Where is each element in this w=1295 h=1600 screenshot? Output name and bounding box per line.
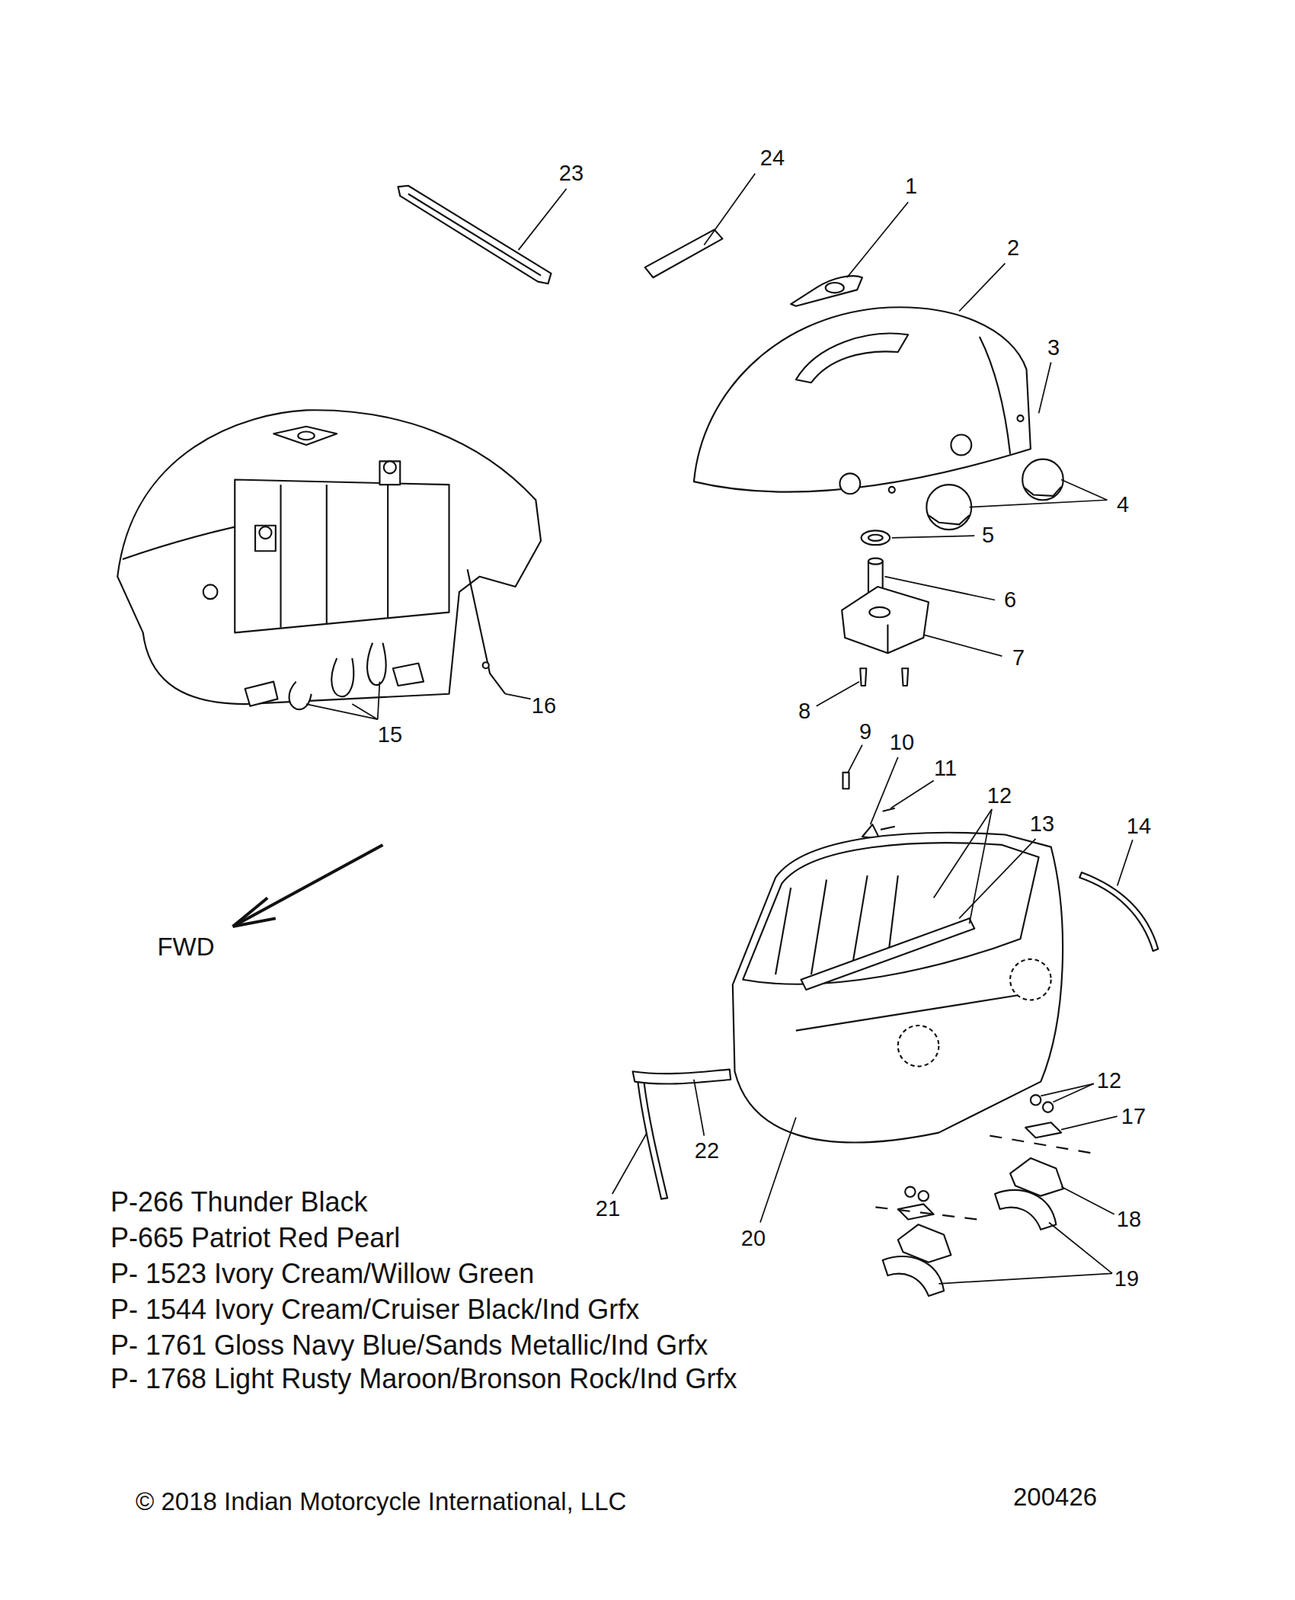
paint-code: P- 1523 Ivory Cream/Willow Green [110,1258,534,1289]
callout-number: 1 [904,174,918,199]
callout-number: 10 [889,730,915,755]
paint-code: P- 1768 Light Rusty Maroon/Bronson Rock/… [110,1363,737,1395]
callout-number: 15 [377,722,403,748]
callout-number: 24 [760,146,785,171]
callout-number: 11 [933,756,957,781]
callout-number: 22 [694,1138,720,1164]
callout-number: 20 [741,1226,766,1251]
callout-number: 8 [798,699,811,724]
callout-number: 23 [559,161,584,186]
callout-number: 2 [1007,236,1020,261]
callout-number: 17 [1121,1104,1146,1129]
paint-code: P-266 Thunder Black [110,1186,368,1218]
callout-number: 7 [1012,645,1025,671]
callout-number: 12 [987,783,1012,809]
paint-code: P- 1761 Gloss Navy Blue/Sands Metallic/I… [110,1330,708,1361]
direction-label: FWD [156,933,215,961]
callout-number: 3 [1047,335,1060,361]
callout-number: 14 [1126,814,1152,839]
copyright-note: © 2018 Indian Motorcycle International, … [135,1487,627,1516]
callout-number: 16 [531,693,557,719]
callout-number: 21 [595,1196,621,1222]
diagram-number: 200426 [1013,1483,1097,1511]
paint-code: P-665 Patriot Red Pearl [110,1222,400,1254]
callout-number: 18 [1116,1207,1142,1232]
callout-number: 13 [1029,812,1055,837]
callout-number: 12 [1096,1068,1122,1094]
callout-number: 6 [1004,588,1017,613]
paint-code: P- 1544 Ivory Cream/Cruiser Black/Ind Gr… [110,1294,640,1325]
callout-number: 4 [1116,492,1129,518]
callout-number: 5 [981,523,995,548]
callout-number: 19 [1114,1266,1139,1292]
callout-number: 9 [859,719,872,745]
